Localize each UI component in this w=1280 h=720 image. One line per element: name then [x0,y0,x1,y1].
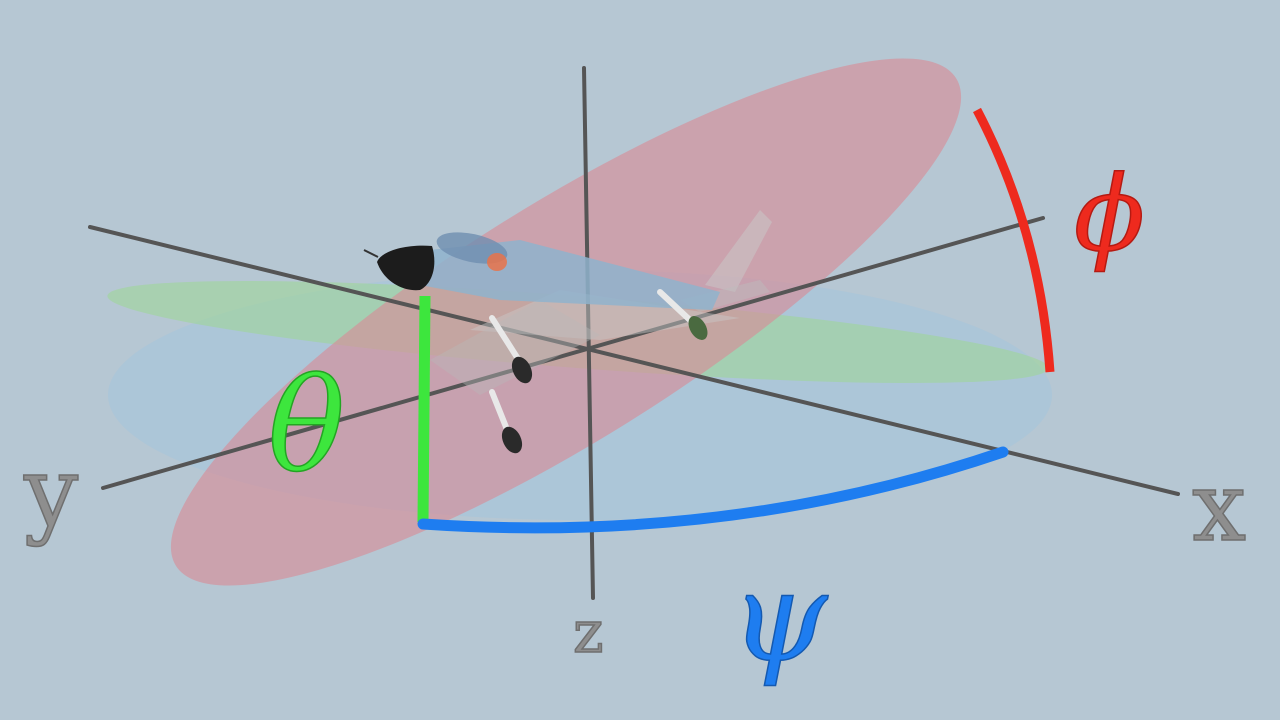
roll-arc [973,107,1055,373]
y-axis-label: y [23,436,78,548]
aircraft-nose-cone [377,245,435,291]
roll-angle-label: ϕ [1074,153,1145,275]
aircraft-wing-left [470,290,740,340]
aircraft-canopy [436,232,508,264]
aircraft [363,210,772,454]
aircraft-marking [487,253,507,271]
yaw-arc [417,446,1009,534]
z-axis-label: z [573,598,604,666]
z-axis-line [582,66,595,600]
aircraft-wheels [501,316,708,454]
roll-plane [170,58,962,586]
aircraft-wing-right [430,300,600,395]
y-axis-line [101,216,1045,490]
pitch-arc [417,295,431,523]
x-axis-label: x [1192,451,1246,563]
yaw-angle-label: ψ [730,546,829,690]
aircraft-tail-fin [705,210,772,292]
aircraft-landing-gear [489,289,695,435]
pitch-angle-label: θ [268,352,345,501]
aircraft-pitot [363,249,379,258]
